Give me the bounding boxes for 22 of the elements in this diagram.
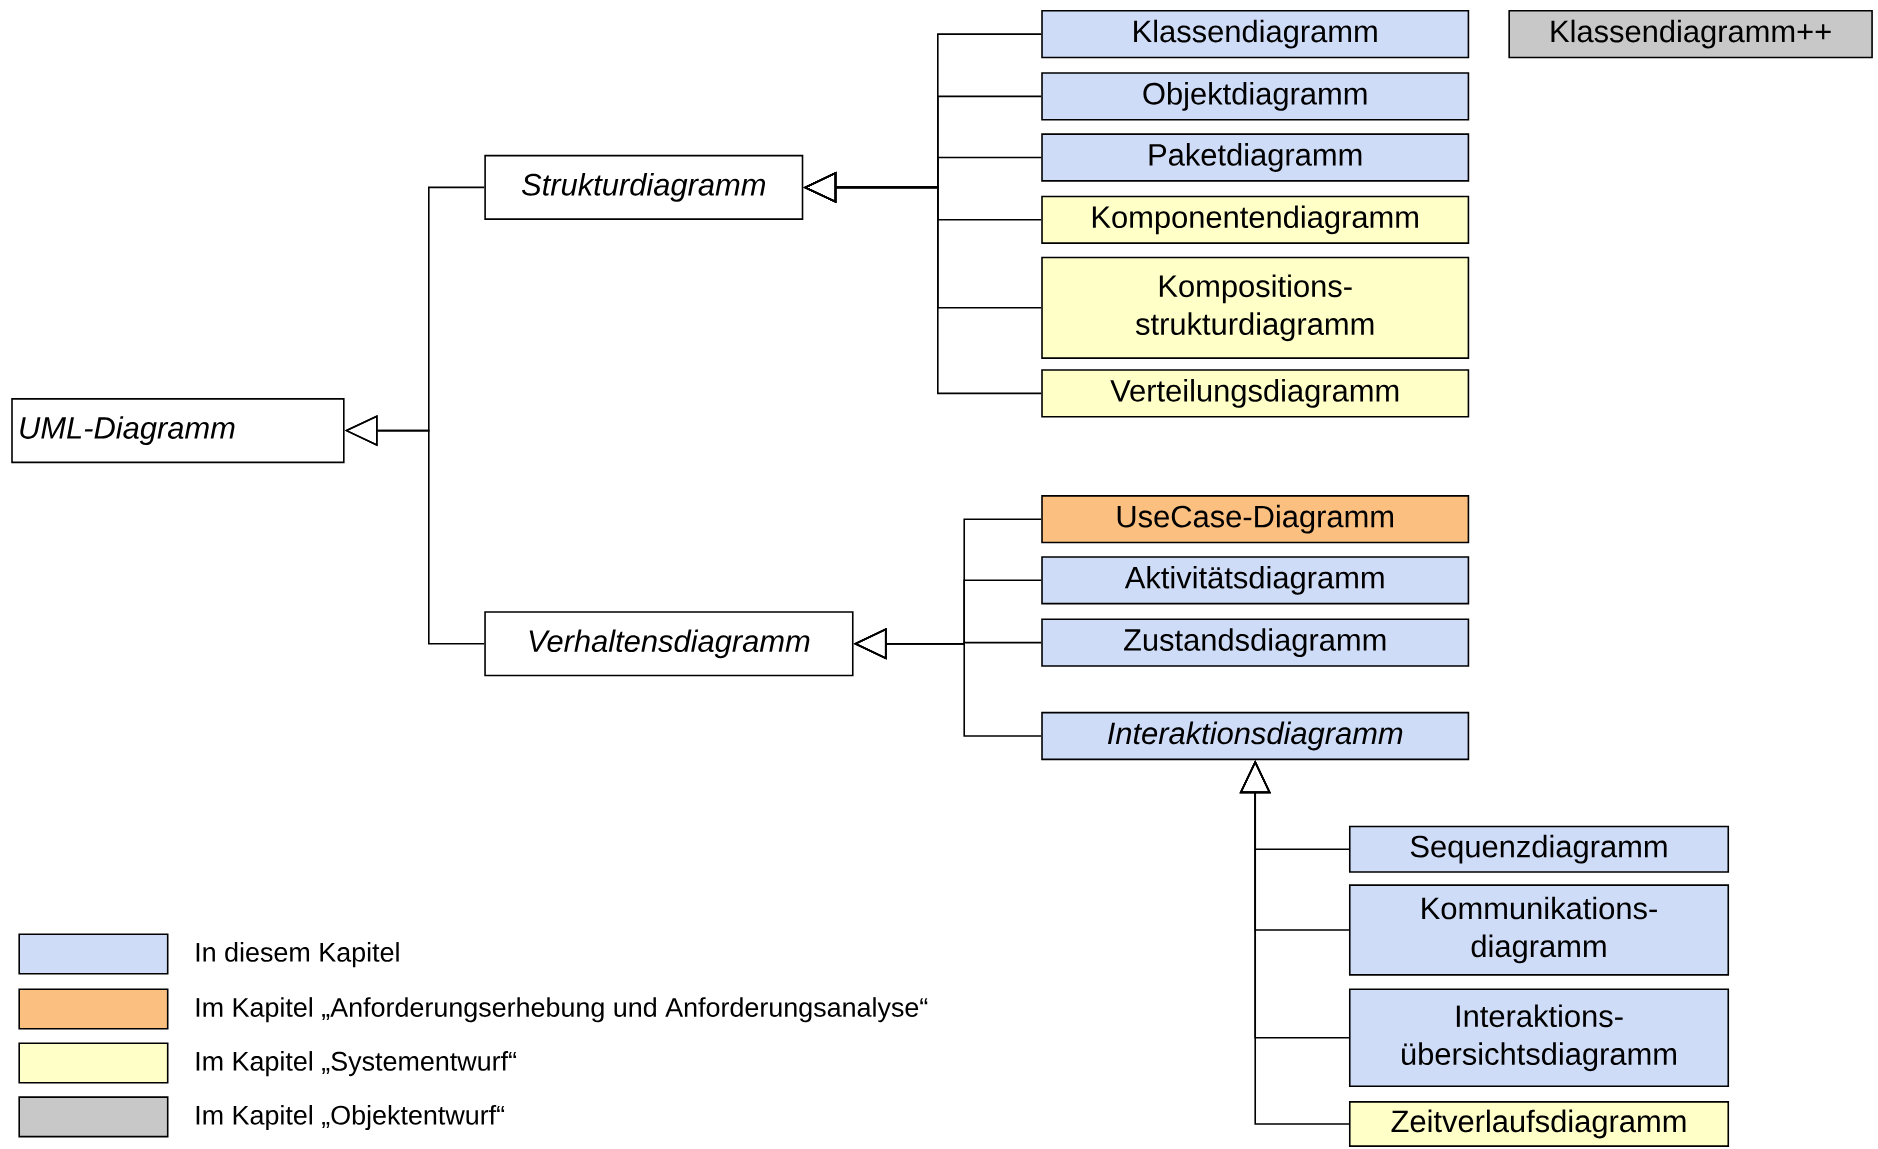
legend-text: In diesem Kapitel [196,942,399,968]
abstract-diagram-box: Verhaltensdiagramm [484,611,854,677]
diagram-box: Kompositions- strukturdiagramm [1041,256,1470,359]
diagram-box: Verteilungsdiagramm [1041,369,1470,418]
abstract-diagram-box: Interaktionsdiagramm [1041,711,1470,761]
diagram-box: Zeitverlaufsdiagramm [1348,1101,1730,1147]
abstract-diagram-box: Strukturdiagramm [484,154,804,220]
diagram-box: Objektdiagramm [1041,72,1470,121]
diagram-box: Klassendiagramm [1041,9,1470,59]
diagram-box: Komponentendiagramm [1041,195,1470,244]
diagram-box: Zustandsdiagramm [1041,618,1470,667]
diagram-box: Kommunikations- diagramm [1348,884,1730,976]
diagram-box: Interaktions- übersichtsdiagramm [1348,988,1730,1088]
legend-text: Im Kapitel „Objektentwurf“ [196,1104,505,1131]
abstract-diagram-box: UML-Diagramm [11,398,345,464]
diagram-box: Klassendiagramm++ [1508,9,1873,59]
legend-text: Im Kapitel „Systementwurf“ [196,1051,517,1077]
diagram-box: Paketdiagramm [1041,133,1470,182]
diagram-box: UseCase-Diagramm [1041,495,1470,544]
diagram-box: Sequenzdiagramm [1348,825,1730,873]
legend-text: Im Kapitel „Anforderungserhebung und Anforderungsanalyse“ [196,997,928,1023]
diagram-box: Aktivitätsdiagramm [1041,556,1470,605]
